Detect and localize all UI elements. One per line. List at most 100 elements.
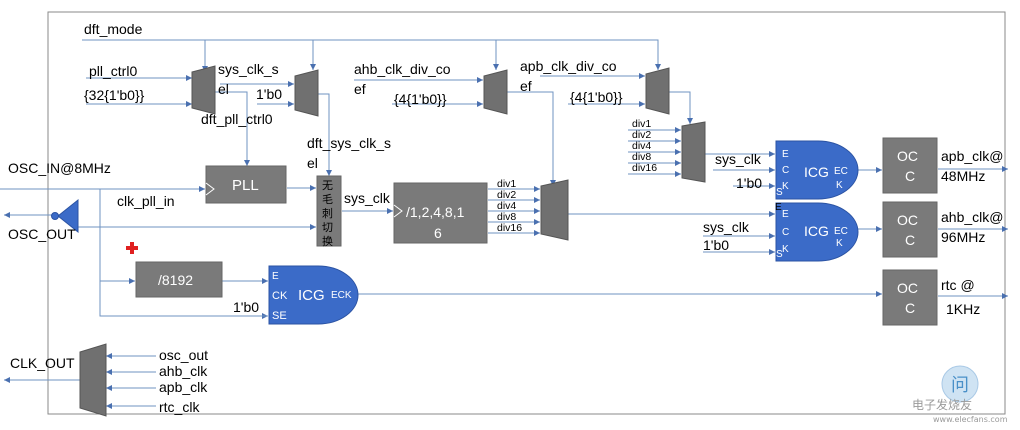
- icg-apb-ec: EC: [834, 166, 848, 177]
- occ-apb: [882, 137, 938, 194]
- clk-out-mux: [79, 343, 107, 417]
- sys-clk-sel-label-b: el: [218, 81, 229, 97]
- apb-div-mux: [645, 67, 670, 115]
- ahb-div-mux: [483, 69, 508, 115]
- rtc-clk-input-label: rtc_clk: [159, 399, 200, 415]
- occ-ahb-b: C: [905, 232, 915, 248]
- apb-div-label-a: apb_clk_div_co: [520, 58, 617, 74]
- sys-div4-label: div4: [497, 200, 516, 212]
- icg-ahb-k: K: [782, 244, 789, 255]
- ahb-out-label-b: 96MHz: [941, 229, 985, 245]
- icg-ahb-c: C: [782, 227, 789, 238]
- watermark-text: 电子发烧友: [912, 397, 972, 412]
- divider-block: [393, 182, 488, 244]
- one-b0-label: 1'b0: [256, 86, 282, 102]
- occ-apb-b: C: [905, 168, 915, 184]
- icg-ahb-e-ext: E: [775, 202, 782, 213]
- sys-clk-sel-mux: [294, 69, 319, 117]
- ahb-clk-input-label: ahb_clk: [159, 363, 208, 379]
- icg-rtc-ck: CK: [272, 290, 288, 302]
- icg-rtc-se: SE: [272, 310, 287, 322]
- icg-apb: [775, 140, 859, 200]
- icg-rtc-e: E: [272, 271, 279, 282]
- glitchfree-char-5: 换: [322, 234, 333, 248]
- icg-apb-s: S: [776, 187, 783, 198]
- sys-clk-ahb-label: sys_clk: [703, 219, 750, 235]
- ahb-div-label-a: ahb_clk_div_co: [354, 61, 451, 77]
- occ-ahb: [882, 201, 938, 258]
- apb-div-label-b: ef: [520, 78, 532, 94]
- sys-div2-label: div2: [497, 189, 516, 201]
- ahb-out-label-a: ahb_clk@: [941, 209, 1003, 225]
- apb-clk-input-label: apb_clk: [159, 379, 208, 395]
- occ-ahb-a: OC: [897, 212, 918, 228]
- icg-apb-e: E: [782, 149, 789, 160]
- pll-block: [205, 165, 287, 204]
- icg-ahb-ec: EC: [834, 226, 848, 237]
- apb-out-label-b: 48MHz: [941, 168, 985, 184]
- osc-out-label: OSC_OUT: [8, 226, 76, 242]
- sys-div-select-mux: [540, 179, 569, 241]
- zero4-label-a: {4{1'b0}}: [394, 91, 447, 107]
- divider-clock-marker: [393, 204, 403, 218]
- glitch-free-switch: [316, 175, 342, 247]
- icg-rtc: [268, 265, 359, 325]
- clk-pll-in-label: clk_pll_in: [117, 193, 175, 209]
- divider-text-a: /1,2,4,8,1: [406, 204, 465, 220]
- sys-div8-label: div8: [497, 211, 516, 223]
- apb-div4-label: div4: [632, 140, 651, 152]
- occ-rtc-a: OC: [897, 280, 918, 296]
- icg-rtc-label: ICG: [298, 287, 325, 304]
- dft-sys-clk-sel-label-a: dft_sys_clk_s: [307, 135, 391, 151]
- red-cross-marker: [126, 242, 138, 254]
- apb-div8-label: div8: [632, 151, 651, 163]
- one-b0-ahb-label: 1'b0: [703, 237, 729, 253]
- watermark-logo-glyph: 问: [951, 375, 969, 396]
- osc-out-bubble: [51, 212, 59, 220]
- apb-out-label-a: apb_clk@: [941, 148, 1003, 164]
- divider-text-b: 6: [434, 225, 442, 241]
- apb-div1-label: div1: [632, 118, 651, 130]
- pll-ctrl0-label: pll_ctrl0: [89, 63, 137, 79]
- dft-mode-label: dft_mode: [84, 21, 143, 37]
- zero4-label-b: {4{1'b0}}: [570, 89, 623, 105]
- occ-rtc: [882, 269, 938, 326]
- apb-div-select-mux: [681, 121, 706, 183]
- outer-frame: [47, 11, 1006, 415]
- sys-div1-label: div1: [497, 178, 516, 190]
- icg-apb-k2: K: [836, 180, 843, 191]
- icg-rtc-eck: ECK: [331, 290, 352, 301]
- icg-ahb-e: E: [782, 209, 789, 220]
- dft-sys-clk-sel-label-b: el: [307, 155, 318, 171]
- icg-ahb-label: ICG: [804, 223, 829, 239]
- osc-out-input-label: osc_out: [159, 347, 208, 363]
- one-b0-apb-label: 1'b0: [736, 175, 762, 191]
- glitchfree-char-3: 刺: [322, 207, 333, 220]
- pll-clock-marker: [205, 182, 215, 196]
- apb-div16-label: div16: [632, 162, 657, 174]
- sys-div16-label: div16: [497, 222, 522, 234]
- sys-clk-label: sys_clk: [344, 190, 391, 206]
- icg-apb-label: ICG: [804, 164, 829, 180]
- clk-out-label: CLK_OUT: [10, 355, 75, 371]
- icg-ahb-s: S: [776, 249, 783, 260]
- glitchfree-char-4: 切: [322, 221, 333, 234]
- sys-clk-sel-label-a: sys_clk_s: [218, 61, 279, 77]
- rtc-out-label-b: 1KHz: [946, 301, 980, 317]
- dft-pll-ctrl0-label: dft_pll_ctrl0: [201, 111, 273, 127]
- icg-ahb: [775, 202, 859, 262]
- div8192-block: [135, 261, 223, 298]
- wires: [0, 39, 1008, 409]
- icg-ahb-k2: K: [836, 238, 843, 249]
- watermark-logo: [941, 365, 979, 403]
- icg-apb-k: K: [782, 181, 789, 192]
- rtc-out-label-a: rtc @: [941, 277, 975, 293]
- div8192-text: /8192: [158, 272, 193, 288]
- glitchfree-char-1: 无: [322, 180, 333, 192]
- occ-apb-a: OC: [897, 148, 918, 164]
- ahb-div-label-b: ef: [354, 81, 366, 97]
- one-b0-rtc-label: 1'b0: [233, 299, 259, 315]
- pll-text: PLL: [232, 177, 259, 194]
